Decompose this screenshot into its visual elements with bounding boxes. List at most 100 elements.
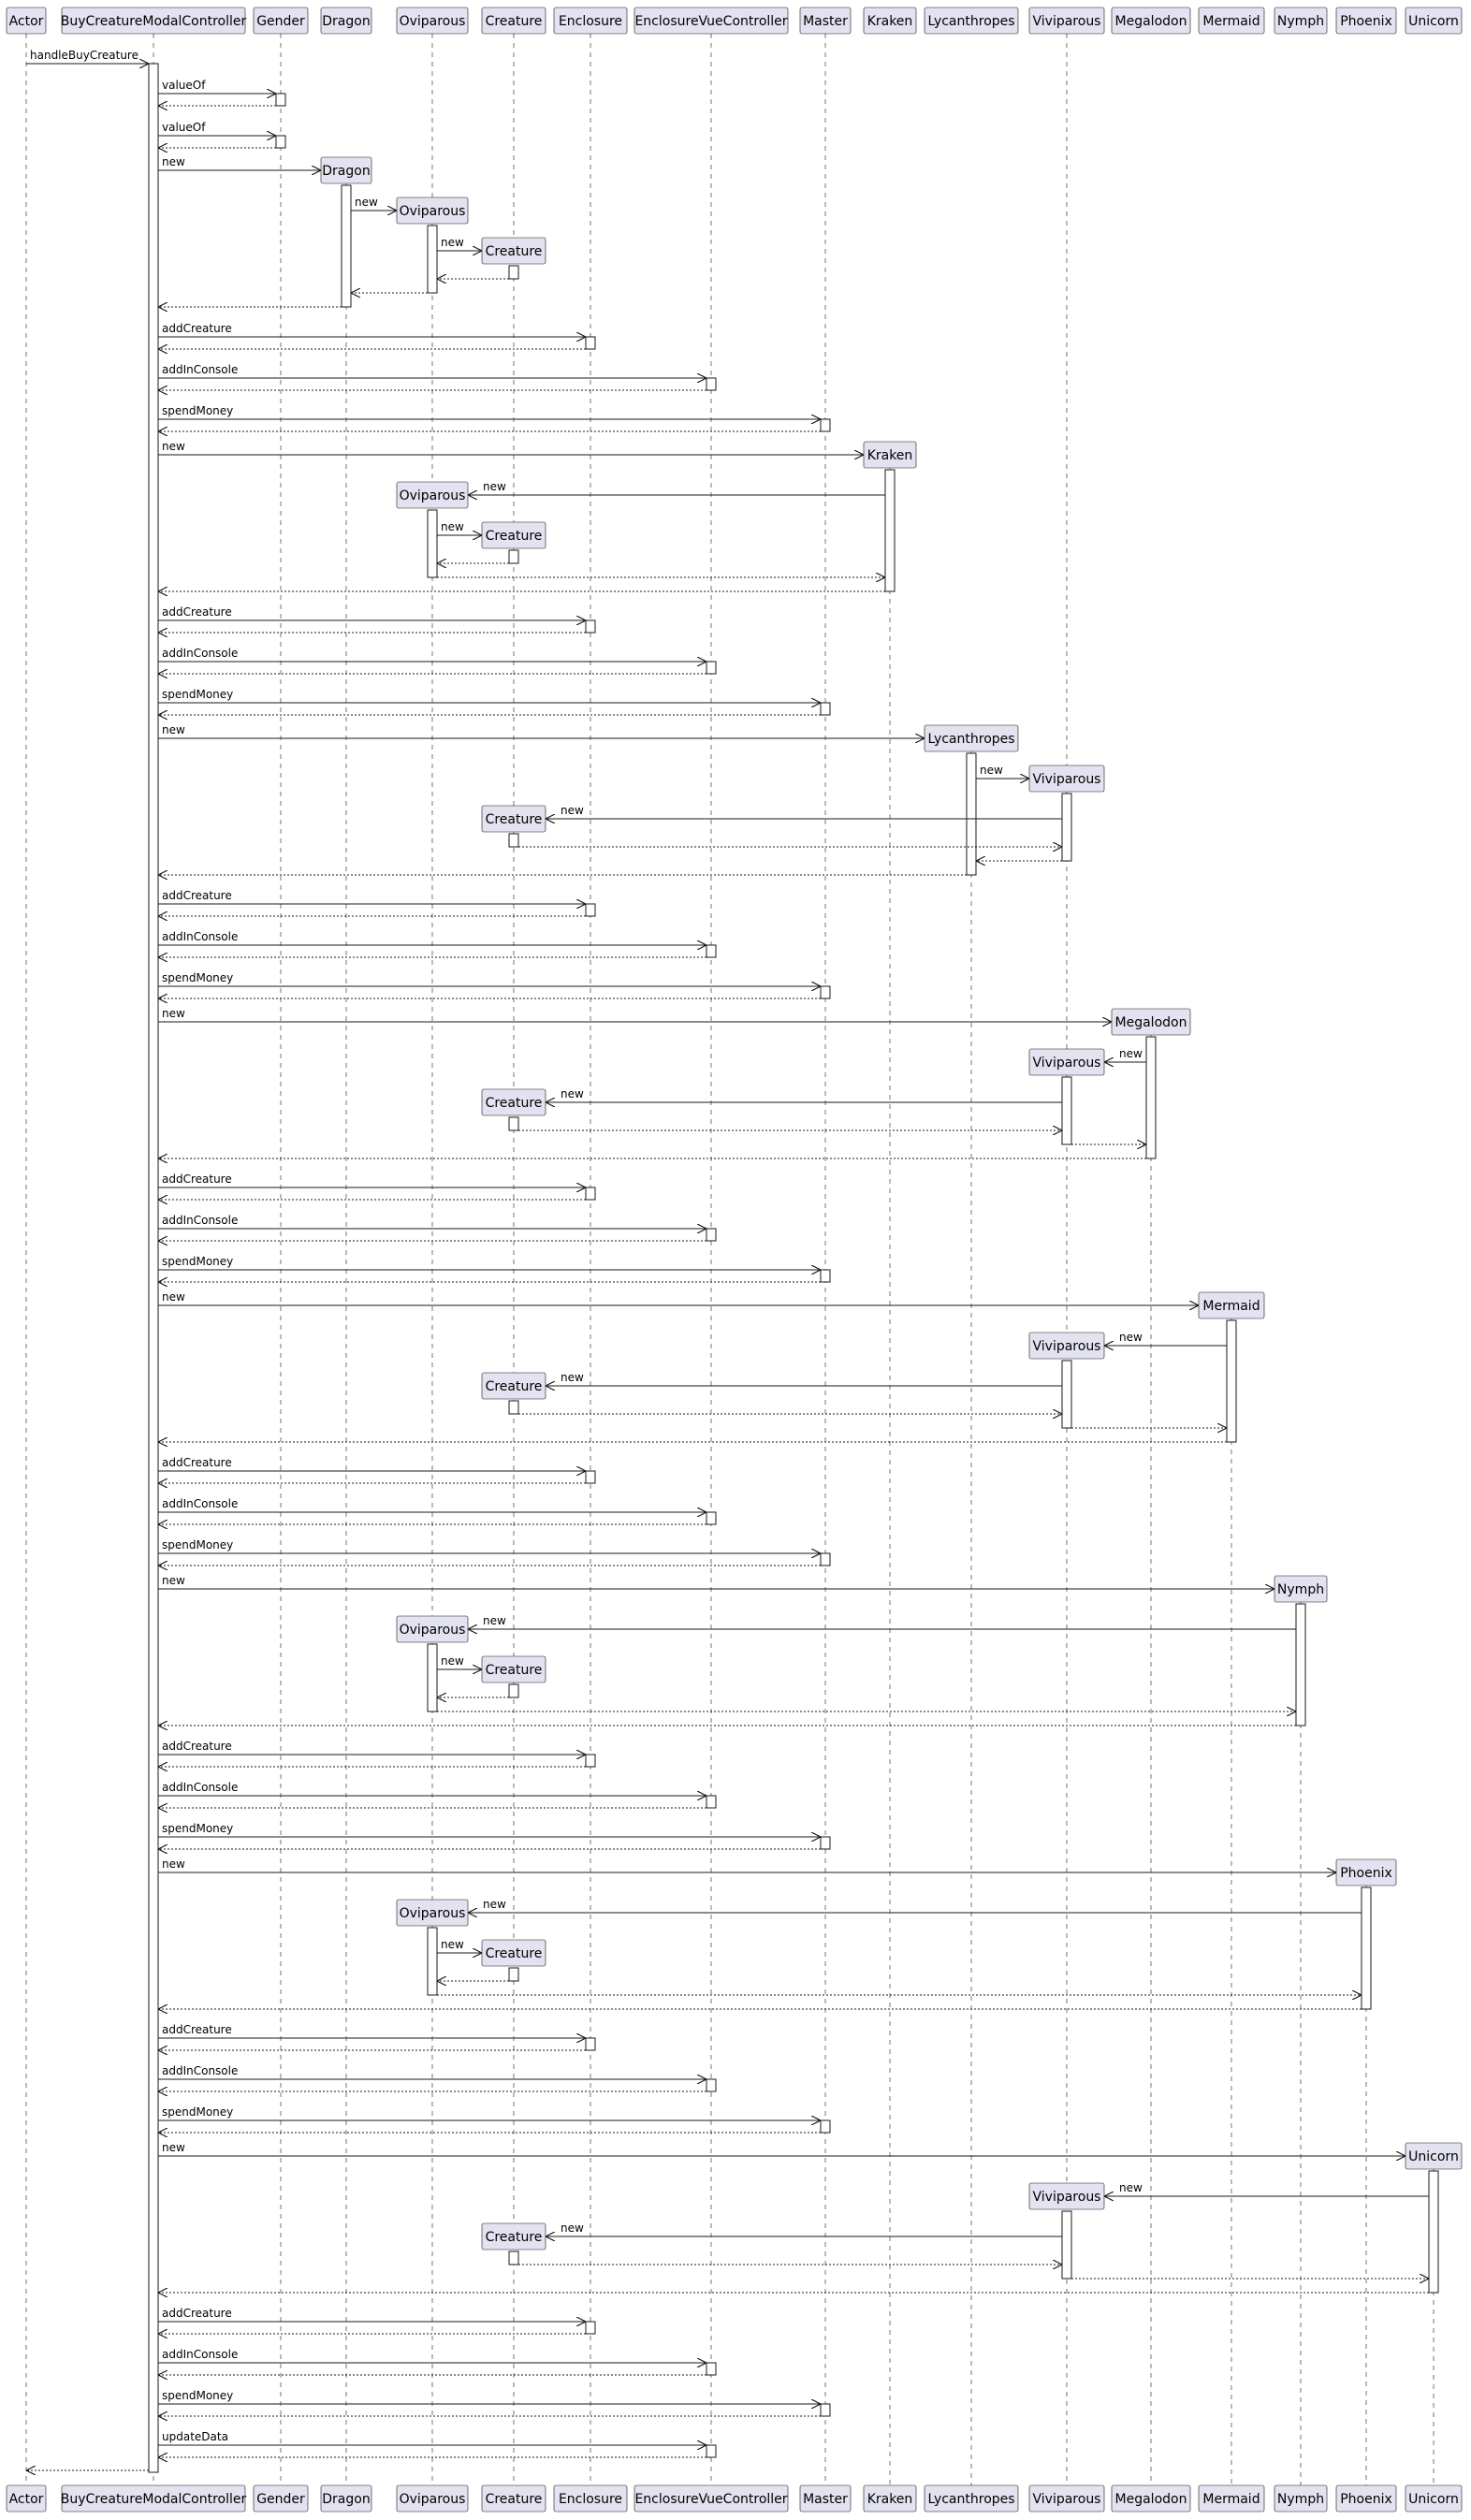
message-new-creature: new (546, 1087, 1062, 1102)
participant-label: Oviparous (400, 1623, 466, 1638)
activation-master (820, 1269, 831, 1283)
message-new-creature: new (437, 236, 482, 251)
created-creature-box: Creature (481, 2222, 546, 2251)
activation-viviparous (1061, 1360, 1072, 1429)
message-new-dragon: new (158, 155, 321, 170)
message-new-creature: new (437, 520, 482, 535)
message-spendmoney-master: spendMoney (158, 404, 821, 419)
activation-creature (508, 1400, 519, 1415)
participant-enclosure-vue-controller-top: EnclosureVueController (634, 7, 789, 35)
message-label: valueOf (162, 79, 206, 92)
message-spendmoney-master: spendMoney (158, 2105, 821, 2120)
participant-label: Actor (9, 2492, 44, 2507)
message-label: addInConsole (162, 363, 238, 376)
activation-enclosure (585, 1187, 596, 1201)
participant-label: Creature (486, 812, 543, 827)
activation-creature (508, 549, 519, 564)
message-updatedata-enclosure-vue-controller: updateData (158, 2430, 706, 2445)
participant-lycanthropes-top: Lycanthropes (924, 7, 1019, 35)
created-viviparous-box: Viviparous (1028, 2182, 1105, 2210)
message-label: new (162, 1290, 185, 1304)
participant-label: Creature (486, 1096, 543, 1111)
message-label: addInConsole (162, 647, 238, 660)
message-spendmoney-master: spendMoney (158, 1255, 821, 1270)
participant-label: Kraken (867, 448, 913, 463)
message-label: updateData (162, 2430, 228, 2443)
participant-nymph-top: Nymph (1274, 7, 1328, 35)
participant-label: Kraken (867, 14, 913, 29)
created-participants: DragonOviparousCreatureKrakenOviparousCr… (320, 156, 1463, 2251)
created-oviparous-box: Oviparous (396, 197, 469, 225)
message-new-viviparous: new (1104, 1331, 1227, 1346)
message-label: new (1119, 1331, 1143, 1344)
created-viviparous-box: Viviparous (1028, 1048, 1105, 1076)
message-new-creature: new (437, 1654, 482, 1669)
message-addcreature-enclosure: addCreature (158, 1740, 586, 1755)
message-label: addCreature (162, 1173, 232, 1186)
activation-unicorn (1428, 2170, 1439, 2294)
participant-lycanthropes-bottom: Lycanthropes (924, 2484, 1019, 2513)
message-new-viviparous: new (976, 764, 1029, 779)
activation-enclosure-vue-controller (706, 2078, 717, 2092)
participant-label: Creature (486, 2492, 543, 2507)
participant-phoenix-bottom: Phoenix (1335, 2484, 1397, 2513)
participant-buy-creature-modal-controller-bottom: BuyCreatureModalController (61, 2484, 247, 2513)
activation-enclosure (585, 2321, 596, 2335)
message-label: new (561, 2221, 584, 2235)
participant-actor-top: Actor (6, 7, 47, 35)
participant-megalodon-bottom: Megalodon (1111, 2484, 1191, 2513)
participant-nymph-bottom: Nymph (1274, 2484, 1328, 2513)
participant-label: Creature (486, 1946, 543, 1961)
activation-creature (508, 1116, 519, 1131)
participant-label: BuyCreatureModalController (61, 2492, 247, 2507)
participant-label: Mermaid (1202, 2492, 1260, 2507)
message-new-creature: new (437, 1938, 482, 1953)
created-creature-box: Creature (481, 1939, 546, 1967)
activation-phoenix (1361, 1886, 1372, 2010)
created-nymph-box: Nymph (1274, 1575, 1328, 1603)
message-label: new (1119, 1047, 1143, 1060)
created-creature-box: Creature (481, 805, 546, 833)
participant-label: Oviparous (400, 14, 466, 29)
activation-enclosure-vue-controller (706, 661, 717, 675)
participant-label: Creature (486, 1379, 543, 1394)
message-new-creature: new (546, 1371, 1062, 1386)
message-label: addInConsole (162, 1214, 238, 1227)
message-new-creature: new (546, 2221, 1062, 2236)
participant-label: Phoenix (1340, 2492, 1392, 2507)
activation-enclosure-vue-controller (706, 1511, 717, 1525)
message-addinconsole-enclosure-vue-controller: addInConsole (158, 2348, 706, 2363)
participant-label: Oviparous (400, 204, 466, 219)
participant-label: BuyCreatureModalController (61, 14, 247, 29)
message-label: addCreature (162, 2307, 232, 2320)
participant-label: Gender (256, 2492, 305, 2507)
message-addcreature-enclosure: addCreature (158, 2307, 586, 2322)
activation-master (820, 985, 831, 999)
participant-label: Viviparous (1033, 1056, 1101, 1071)
created-oviparous-box: Oviparous (396, 481, 469, 509)
message-label: addCreature (162, 1456, 232, 1469)
messages: handleBuyCreaturevalueOfvalueOfnewnewnew… (26, 49, 1429, 2470)
message-spendmoney-master: spendMoney (158, 2389, 821, 2404)
activation-enclosure-vue-controller (706, 1795, 717, 1809)
message-addcreature-enclosure: addCreature (158, 1173, 586, 1187)
participant-label: Oviparous (400, 2492, 466, 2507)
participant-label: Oviparous (400, 1906, 466, 1921)
message-label: new (162, 1007, 185, 1020)
participant-label: Nymph (1277, 2492, 1324, 2507)
participant-label: Dragon (322, 14, 370, 29)
message-label: new (1119, 2181, 1143, 2194)
message-addinconsole-enclosure-vue-controller: addInConsole (158, 1497, 706, 1512)
message-new-creature: new (546, 804, 1062, 819)
created-lycanthropes-box: Lycanthropes (924, 724, 1019, 752)
activation-master (820, 1836, 831, 1850)
message-label: spendMoney (162, 2389, 233, 2402)
created-viviparous-box: Viviparous (1028, 1332, 1105, 1360)
participant-mermaid-bottom: Mermaid (1198, 2484, 1265, 2513)
activation-enclosure-vue-controller (706, 2444, 717, 2458)
participant-label: EnclosureVueController (634, 14, 787, 29)
participant-label: Lycanthropes (927, 732, 1014, 747)
participant-label: Master (803, 2492, 848, 2507)
message-label: valueOf (162, 121, 206, 134)
